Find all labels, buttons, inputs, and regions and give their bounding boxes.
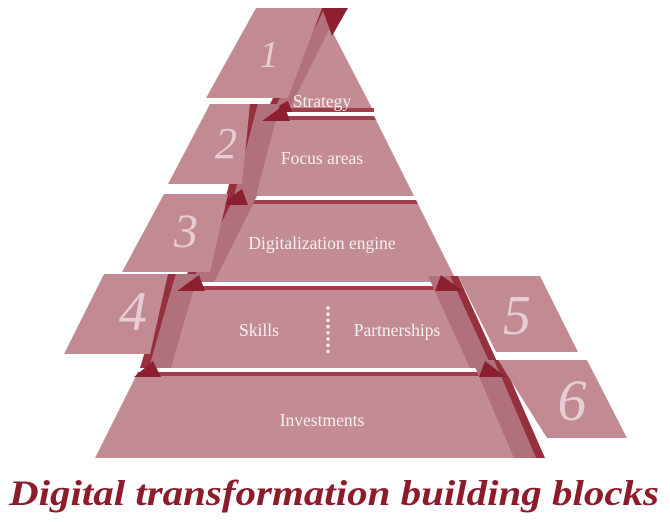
level-5-investments: 6 Investments [95, 360, 627, 458]
level-4-crease [179, 286, 461, 290]
level-1-apex-wedge [322, 8, 348, 36]
level-1-base-crease [270, 108, 374, 112]
level-5-face [95, 372, 545, 458]
level-3-crease [222, 200, 418, 204]
tab-3 [122, 194, 228, 272]
tab-2 [168, 104, 250, 184]
level-4-left-wedge [177, 275, 205, 291]
level-5-right-fold-ribbon [472, 360, 536, 458]
level-1-strategy: 1 Strategy [206, 8, 374, 112]
digitalization-engine-label: Digitalization engine [248, 233, 395, 253]
tab-5 [458, 276, 578, 352]
level-4-right-fold-ribbon [428, 276, 492, 368]
level-2-face [226, 116, 414, 196]
level-2-crease [264, 116, 376, 120]
tab-1 [206, 8, 322, 98]
tab-6 [498, 360, 627, 438]
level-4-right-wedge [435, 275, 463, 291]
tab-4-number: 4 [119, 281, 147, 343]
diagram-title: Digital transformation building blocks [8, 473, 659, 513]
level-2-wedge [262, 105, 290, 121]
level-5-crease [136, 372, 504, 376]
tab-4 [64, 274, 168, 354]
skills-label: Skills [239, 320, 279, 340]
strategy-label: Strategy [293, 91, 352, 111]
tab-6-number: 6 [558, 368, 587, 433]
level-2-focus-areas: 2 Focus areas [168, 104, 414, 196]
tab-1-number: 1 [260, 34, 279, 76]
tab-5-number: 5 [503, 285, 531, 347]
investments-label: Investments [280, 410, 365, 430]
level-4-right-fold-edge [450, 276, 500, 368]
level-5-right-wedge [479, 361, 506, 377]
level-2-fold-ribbon [234, 104, 280, 196]
level-3-digitalization-engine: 3 Digitalization engine [122, 189, 457, 282]
tab-2-number: 2 [215, 119, 237, 168]
partnerships-label: Partnerships [354, 320, 441, 340]
level-5-left-wedge [134, 361, 161, 377]
focus-areas-label: Focus areas [281, 148, 363, 168]
tab-3-number: 3 [173, 205, 198, 258]
level-3-face [183, 200, 457, 282]
level-4-skills-partnerships: 4 5 Skills Partnerships [64, 274, 578, 368]
level-3-wedge [220, 189, 248, 205]
level-4-face [140, 286, 500, 368]
level-5-right-fold-edge [494, 360, 545, 458]
level-4-left-fold-ribbon [149, 274, 198, 368]
